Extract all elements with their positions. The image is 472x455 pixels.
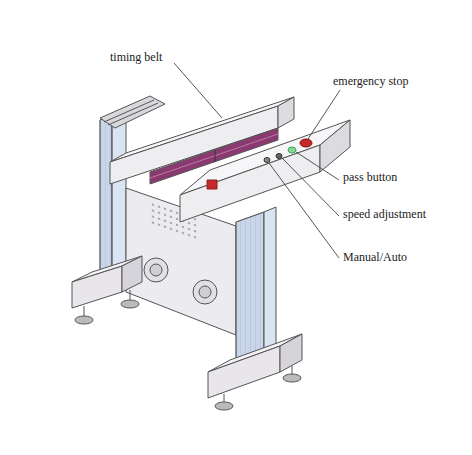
part-label: emergency stop: [333, 74, 408, 88]
part-label: Manual/Auto: [343, 250, 407, 264]
part-label: timing belt: [110, 50, 162, 64]
part-label: pass button: [343, 170, 397, 184]
part-label: speed adjustment: [343, 207, 426, 221]
